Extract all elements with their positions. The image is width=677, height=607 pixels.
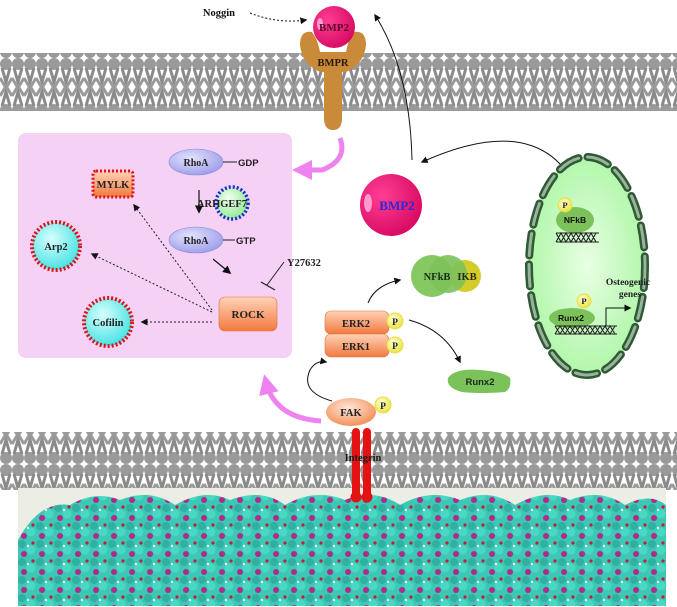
bmp2-highlight [317, 18, 323, 30]
bmpr-receptor [300, 31, 366, 130]
fak-node [326, 398, 376, 426]
erk2-phospho [386, 312, 404, 330]
bmp2-bound-ligand [313, 6, 355, 48]
inhibitor-bar [260, 281, 276, 291]
fak-to-rho-pink-arrow [259, 374, 322, 424]
cofilin-node [82, 296, 134, 348]
erk1-phospho-label: P [392, 342, 398, 352]
erk-to-nfkb-arrow [367, 277, 402, 304]
bmp2-to-receptor-arrow [374, 13, 413, 161]
nfkb-cyto-node-front [429, 255, 467, 293]
rock-node [218, 296, 278, 332]
bmp2-bound-label: BMP2 [319, 22, 349, 34]
nfkb-nuclear-label: NFkB [564, 215, 586, 225]
inhibitor-line [266, 261, 285, 286]
gdp-label: GDP [238, 158, 259, 169]
integrin-receptor [350, 428, 373, 503]
runx2-nuclear-phospho-label: P [581, 296, 586, 306]
extracellular-matrix [18, 488, 666, 606]
dna-helix-nfkb [555, 231, 599, 244]
bmpr-label: BMPR [318, 58, 349, 69]
bmpr-to-rho-pink-arrow [292, 137, 345, 180]
cofilin-label: Cofilin [93, 318, 124, 329]
erk1-label: ERK1 [342, 342, 370, 353]
bmp2-free-highlight [364, 194, 372, 212]
rock-label: ROCK [232, 309, 265, 321]
noggin-inhibition-arrow [249, 12, 308, 25]
nfkb-nuclear-phospho-label: P [562, 200, 567, 210]
fak-phospho-label: P [380, 402, 386, 412]
runx2-nuclear-node [549, 308, 595, 328]
runx2-nuclear-label: Runx2 [558, 313, 584, 323]
ikb-label: IKB [457, 272, 476, 283]
mylk-node [91, 169, 135, 199]
runx2-nuclear-phospho [576, 293, 592, 309]
bmp2-free-ligand [360, 174, 422, 236]
rhoa-gdp-label: RhoA [183, 158, 209, 169]
nfkb-nuclear-node [556, 207, 594, 233]
osteogenic-label-line1: Osteogenic [606, 278, 650, 288]
arp2-label: Arp2 [44, 242, 67, 253]
runx2-cyto-label: Runx2 [465, 377, 494, 388]
erk2-phospho-label: P [392, 318, 398, 328]
osteogenic-label-line2: genes [619, 290, 641, 300]
fak-to-erk-arrow [307, 357, 333, 402]
erk1-phospho [386, 336, 404, 354]
fak-label: FAK [340, 408, 362, 419]
rhoa-to-rock-arrow [212, 258, 232, 275]
erk2-label: ERK2 [342, 319, 370, 330]
gtp-label: GTP [236, 236, 256, 247]
nucleus [525, 153, 649, 379]
nfkb-nuclear-phospho [557, 197, 573, 213]
erk-to-runx2-arrow [408, 319, 461, 364]
mylk-label: MYLK [97, 180, 130, 191]
plasma-membrane-bottom [0, 432, 677, 490]
arp2-node [30, 220, 82, 272]
nfkb-cyto-label: NFkB [424, 272, 451, 283]
integrin-label: Integrin [345, 453, 382, 464]
bmp2-free-label: BMP2 [379, 198, 414, 213]
arhgef7-label: ARHGEF7 [197, 199, 247, 210]
fak-phospho [374, 396, 392, 414]
dna-helix-runx2 [554, 324, 617, 336]
transcription-arrow [605, 304, 632, 326]
runx2-cyto-node [447, 369, 511, 393]
y27632-label: Y27632 [287, 258, 321, 269]
arhgef7-node [214, 185, 250, 221]
noggin-label: Noggin [203, 8, 235, 19]
rock-to-mylk-arrow [133, 203, 213, 311]
rhoa-gtp-label: RhoA [183, 236, 209, 247]
